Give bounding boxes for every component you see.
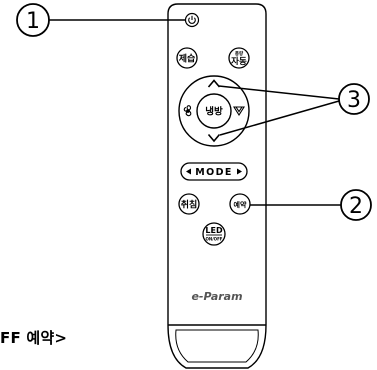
power-button[interactable] — [184, 12, 200, 28]
chevron-down-icon[interactable] — [207, 133, 221, 143]
callout-1: ① 1 — [16, 3, 186, 37]
auto-label: 자동 — [231, 56, 247, 67]
wind-amount-label: 풍량 — [235, 50, 244, 57]
mode-button[interactable]: MODE — [180, 162, 248, 181]
sleep-button[interactable]: 취침 — [178, 193, 200, 215]
remote-bottom-inner — [175, 329, 259, 363]
callout-3: 3 — [218, 83, 370, 136]
dehumidify-label: 제습 — [179, 53, 196, 65]
led-sub-label: ON/OFF — [205, 237, 222, 242]
callout-3-leader-up — [218, 85, 340, 100]
mode-label: MODE — [195, 167, 233, 178]
remote-outline — [167, 3, 267, 369]
fan-icon[interactable] — [183, 105, 192, 117]
led-button[interactable]: LED ON/OFF — [202, 222, 226, 246]
caption-text: FF 예약> — [0, 329, 68, 347]
cool-label: 냉방 — [205, 106, 223, 118]
led-label: LED — [205, 226, 223, 235]
auto-wind-button[interactable]: 풍량 자동 — [228, 47, 250, 69]
callout-2: 2 — [250, 189, 372, 221]
triangle-left-icon — [186, 168, 191, 175]
sleep-label: 취침 — [181, 199, 198, 211]
swing-icon[interactable] — [233, 106, 245, 117]
triangle-right-icon — [237, 168, 242, 175]
callout-2-number: 2 — [349, 194, 363, 219]
callout-3-number: 3 — [347, 88, 361, 113]
remote-body — [167, 3, 267, 369]
callout-1-digit: 1 — [26, 9, 40, 34]
callout-3-leader-down — [219, 100, 340, 136]
power-icon — [188, 15, 196, 24]
chevron-up-icon[interactable] — [207, 79, 221, 88]
cool-button[interactable]: 냉방 — [196, 93, 232, 129]
reserve-button[interactable]: 예약 — [229, 193, 251, 215]
reserve-label: 예약 — [234, 200, 247, 209]
brand-logo: e-Param — [191, 290, 242, 303]
dpad: 냉방 — [178, 75, 250, 147]
dehumidify-button[interactable]: 제습 — [176, 47, 198, 69]
